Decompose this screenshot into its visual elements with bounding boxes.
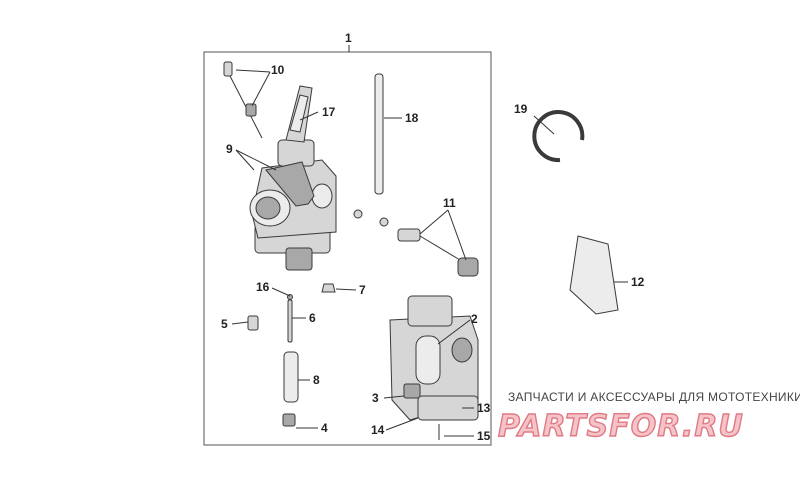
callout-15: 15 xyxy=(477,429,491,443)
jet-needle xyxy=(287,299,293,343)
callout-11: 11 xyxy=(443,196,456,210)
atomizer xyxy=(283,351,299,403)
callout-7: 7 xyxy=(359,283,366,297)
callout-18: 18 xyxy=(405,111,419,125)
vent-tube xyxy=(374,73,384,195)
callout-19: 19 xyxy=(514,102,528,116)
main-jet xyxy=(282,413,296,427)
watermark-logo: PARTSFOR.RU xyxy=(498,409,744,444)
pilot-jet xyxy=(321,283,336,293)
callout-5: 5 xyxy=(221,317,228,331)
callout-12: 12 xyxy=(631,275,645,289)
watermark-tagline: ЗАПЧАСТИ И АКСЕССУАРЫ ДЛЯ МОТОТЕХНИКИ xyxy=(508,390,800,404)
callout-1: 1 xyxy=(345,31,352,45)
callout-3: 3 xyxy=(372,391,379,405)
callout-17: 17 xyxy=(322,105,336,119)
carburetor-upper xyxy=(249,85,337,271)
idle-screw-assembly xyxy=(353,209,479,277)
callout-13: 13 xyxy=(477,401,491,415)
callout-6: 6 xyxy=(309,311,316,325)
callout-10: 10 xyxy=(271,63,285,77)
callout-16: 16 xyxy=(256,280,270,294)
cable-adjuster xyxy=(223,61,263,139)
callout-9: 9 xyxy=(226,142,233,156)
assembly-frame xyxy=(203,51,492,446)
leader-lines xyxy=(231,69,628,437)
callout-14: 14 xyxy=(371,423,385,437)
filter-sleeve xyxy=(569,235,619,315)
needle-seat xyxy=(247,315,259,331)
callout-8: 8 xyxy=(313,373,320,387)
callout-4: 4 xyxy=(321,421,328,435)
carburetor-lower xyxy=(389,295,479,440)
clip-ring xyxy=(532,110,585,163)
callout-2: 2 xyxy=(471,312,478,326)
